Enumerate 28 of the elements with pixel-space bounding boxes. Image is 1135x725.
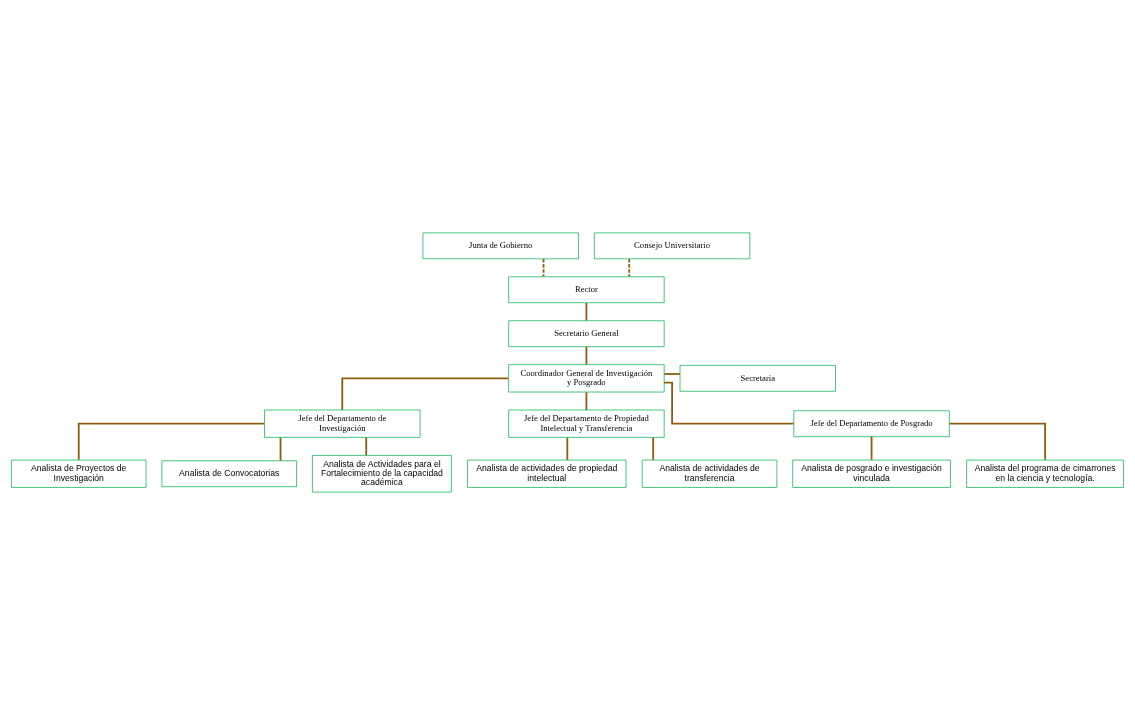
node-box: Analista de actividades de propiedad intelectual (467, 459, 627, 488)
connector (279, 436, 282, 462)
node-box: Secretario General (508, 320, 665, 348)
connector (365, 436, 368, 457)
connector (948, 422, 1046, 461)
connector (566, 436, 569, 461)
connector (870, 435, 873, 461)
node-box: Analista de posgrado e investigación vinculada (792, 459, 951, 488)
node-box: Coordinador General de Investigación y Posgrado (508, 364, 665, 393)
node-box: Analista de Convocatorias (161, 460, 297, 488)
node-box: Jefe del Departamento de Propiedad Intelectual y Transferencia (508, 409, 665, 438)
node-box: Rector (508, 276, 665, 304)
node-box: Analista de Proyectos de Investigación (11, 459, 147, 488)
node-box: Analista de Actividades para el Fortalecimiento de la capacidad académica (312, 455, 452, 493)
node-box: Junta de Gobierno (422, 232, 579, 260)
node-box: Analista de actividades de transferencia (641, 459, 778, 488)
node-box: Analista del programa de cimarrones en la ciencia y tecnología. (966, 459, 1124, 488)
connector (341, 377, 510, 411)
connector (663, 373, 681, 375)
node-box: Jefe del Departamento de Posgrado (793, 410, 950, 438)
node-box: Consejo Universitario (593, 232, 751, 260)
node-box: Jefe del Departamento de Investigación (264, 409, 421, 438)
connector (628, 258, 631, 278)
node-box: Secretaria (679, 365, 836, 392)
connector (663, 381, 795, 425)
connector (652, 436, 655, 461)
connector (542, 258, 545, 278)
connector (77, 422, 266, 461)
